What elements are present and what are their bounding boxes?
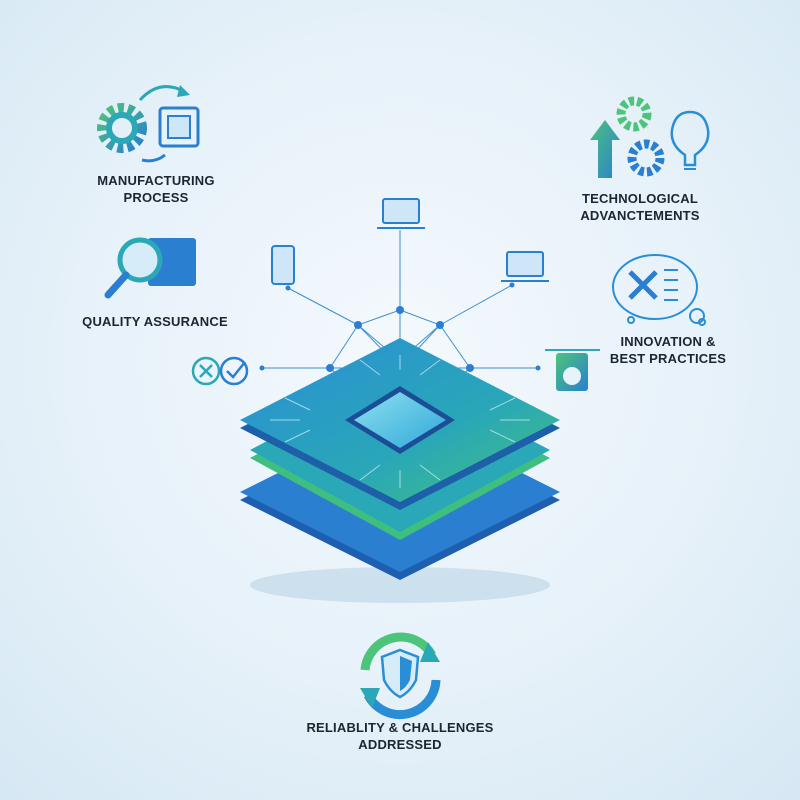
laptop-icon bbox=[501, 251, 549, 282]
manufacturing-process-label: MANUFACTURING PROCESS bbox=[97, 172, 214, 206]
label-line: PROCESS bbox=[123, 190, 189, 205]
laptop-icon bbox=[377, 198, 425, 229]
label-line: QUALITY ASSURANCE bbox=[82, 314, 228, 329]
label-line: MANUFACTURING bbox=[97, 173, 215, 188]
innovation-best-practices-label: INNOVATION & BEST PRACTICES bbox=[610, 333, 726, 367]
gears-chip-cycle-icon bbox=[97, 85, 200, 163]
gears-arrow-bulb-icon bbox=[590, 96, 710, 178]
technological-advancements-label: TECHNOLOGICAL ADVANCTEMENTS bbox=[580, 190, 699, 224]
quality-assurance-label: QUALITY ASSURANCE bbox=[82, 313, 228, 330]
thought-bubble-tools-icon bbox=[612, 254, 706, 326]
reliability-challenges-label: RELIABLITY & CHALLENGES ADDRESSED bbox=[306, 719, 493, 753]
smartphone-icon bbox=[271, 245, 295, 285]
label-line: INNOVATION & bbox=[620, 334, 716, 349]
check-x-icon bbox=[191, 356, 249, 386]
drone-washer-icon bbox=[545, 349, 600, 391]
label-line: RELIABLITY & CHALLENGES bbox=[306, 720, 494, 735]
label-line: ADVANCTEMENTS bbox=[580, 208, 700, 223]
chip-stack-icon bbox=[240, 338, 560, 603]
label-line: ADDRESSED bbox=[358, 737, 442, 752]
label-line: BEST PRACTICES bbox=[609, 351, 727, 366]
shield-refresh-icon bbox=[360, 632, 441, 720]
magnifier-circuit-icon bbox=[104, 237, 196, 299]
label-line: TECHNOLOGICAL bbox=[582, 191, 698, 206]
